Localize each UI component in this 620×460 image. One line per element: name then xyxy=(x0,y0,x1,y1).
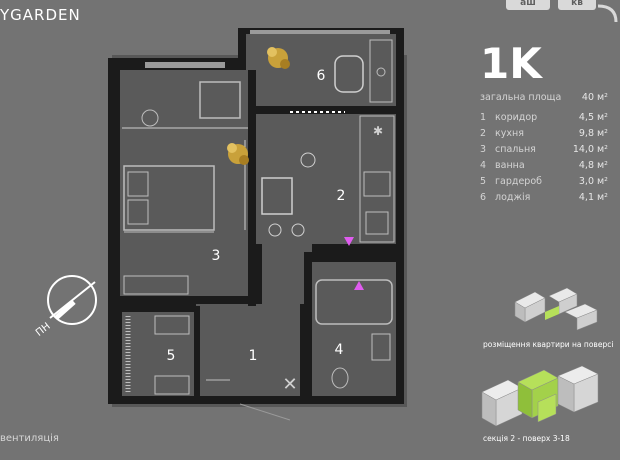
room-row: 4 ванна 4,8 м² xyxy=(480,158,608,174)
room-number-5: 5 xyxy=(167,348,176,364)
total-area-value: 40 м² xyxy=(581,92,608,103)
armchair-icon xyxy=(199,81,241,119)
flat-type-title: 1K xyxy=(480,39,542,88)
kitchen-chair-icon-1 xyxy=(300,152,316,168)
plant-icon-loggia xyxy=(267,47,290,69)
kitchen-floor xyxy=(256,114,396,244)
room-row-num: 2 xyxy=(480,128,487,139)
wardrobe-shelf-icon-2 xyxy=(154,375,190,395)
bathroom-floor xyxy=(312,262,396,396)
bath-sink-icon xyxy=(371,333,391,361)
dining-table-icon xyxy=(261,177,293,215)
compass: ПН xyxy=(34,275,97,339)
room-row-area: 3,0 м² xyxy=(578,176,608,187)
compass-needle xyxy=(54,300,76,320)
room-row-area: 9,8 м² xyxy=(578,128,608,139)
fridge-icon: ✱ xyxy=(373,124,383,138)
compass-label: ПН xyxy=(34,321,53,339)
room-number-4: 4 xyxy=(335,342,344,358)
compass-circle xyxy=(47,275,97,325)
room-number-3: 3 xyxy=(212,248,221,264)
bedroom-window xyxy=(145,62,225,68)
bathtub-icon xyxy=(315,279,393,325)
room-row-area: 4,1 м² xyxy=(578,192,608,203)
room-row-name: ванна xyxy=(495,160,525,171)
wall-bath-corridor xyxy=(304,252,312,396)
corridor-upper-floor xyxy=(256,244,312,304)
wall-kitchen-bath xyxy=(312,244,396,252)
room-row-area: 4,8 м² xyxy=(578,160,608,171)
loggia-washer-icon xyxy=(376,67,386,77)
room-row: 3 спальня 14,0 м² xyxy=(480,142,608,158)
kitchen-chair-icon-3 xyxy=(291,223,305,237)
section-map xyxy=(481,365,599,427)
bed-icon xyxy=(123,165,215,231)
radiator-icon xyxy=(123,275,189,295)
room-number-6: 6 xyxy=(317,68,326,84)
ventilation-caption: вентиляція xyxy=(0,433,59,444)
loggia-shelf-icon xyxy=(369,39,393,103)
room-row: 2 кухня 9,8 м² xyxy=(480,126,608,142)
room-number-1: 1 xyxy=(249,348,258,364)
plant-icon-bedroom xyxy=(227,143,249,165)
sink-icon xyxy=(365,211,389,235)
stove-icon xyxy=(363,171,391,197)
wall-bedroom-kitchen xyxy=(248,70,256,306)
room-row-num: 6 xyxy=(480,192,487,203)
room-row-name: лоджія xyxy=(495,192,531,203)
total-area-row: загальна площа 40 м² xyxy=(480,90,608,106)
floor-placement-map xyxy=(514,287,598,331)
marker-triangle-up xyxy=(354,281,364,290)
corner-tab-1[interactable]: аш xyxy=(506,0,550,10)
wall-wardrobe-corridor xyxy=(194,306,200,396)
pillow-icon-2 xyxy=(127,199,149,225)
room-row-num: 4 xyxy=(480,160,487,171)
entrance-cross-icon: ✕ xyxy=(282,374,297,395)
bedroom-floor xyxy=(120,70,248,296)
floor-plan: ✱ ✕ 6 2 3 1 4 5 ПН xyxy=(34,28,407,421)
placement-highlight xyxy=(545,306,559,320)
room-row: 1 коридор 4,5 м² xyxy=(480,110,608,126)
entry-door-line xyxy=(239,403,291,421)
room-number-2: 2 xyxy=(337,188,346,204)
info-panel: 1K загальна площа 40 м² 1 коридор 4,5 м²… xyxy=(480,40,608,206)
room-row-name: гардероб xyxy=(495,176,542,187)
loggia-floor xyxy=(246,34,396,106)
loggia-chair-icon xyxy=(334,55,364,93)
room-row-num: 3 xyxy=(480,144,487,155)
brand-title: YGARDEN xyxy=(0,6,81,24)
section-caption: секція 2 - поверх 3-18 xyxy=(483,434,570,443)
corner-tab-2[interactable]: кв xyxy=(558,0,596,10)
floor-placement-caption: розміщення квартири на поверсі xyxy=(483,340,614,349)
pillow-icon-1 xyxy=(127,171,149,197)
kitchen-counter xyxy=(359,115,395,243)
marker-triangle-down xyxy=(344,237,354,246)
corridor-floor xyxy=(196,304,300,396)
room-row-area: 4,5 м² xyxy=(578,112,608,123)
loggia-window xyxy=(250,30,390,34)
room-row-name: спальня xyxy=(495,144,536,155)
compass-line xyxy=(49,281,96,319)
toilet-icon xyxy=(331,367,349,389)
bedroom-table-icon xyxy=(141,109,159,127)
corner-curve xyxy=(597,4,618,23)
room-row-area: 14,0 м² xyxy=(572,144,608,155)
corner-tabs: аш кв xyxy=(478,0,620,23)
kitchen-chair-icon-2 xyxy=(268,223,282,237)
total-area-label: загальна площа xyxy=(480,92,562,103)
wardrobe-shelf-icon-1 xyxy=(154,315,190,335)
room-row: 5 гардероб 3,0 м² xyxy=(480,174,608,190)
room-row: 6 лоджія 4,1 м² xyxy=(480,190,608,206)
room-row-num: 1 xyxy=(480,112,487,123)
wall-bedroom-wardrobe xyxy=(120,298,196,306)
room-row-name: коридор xyxy=(495,112,538,123)
room-row-num: 5 xyxy=(480,176,487,187)
room-row-name: кухня xyxy=(495,128,524,139)
wardrobe-floor xyxy=(122,312,194,396)
